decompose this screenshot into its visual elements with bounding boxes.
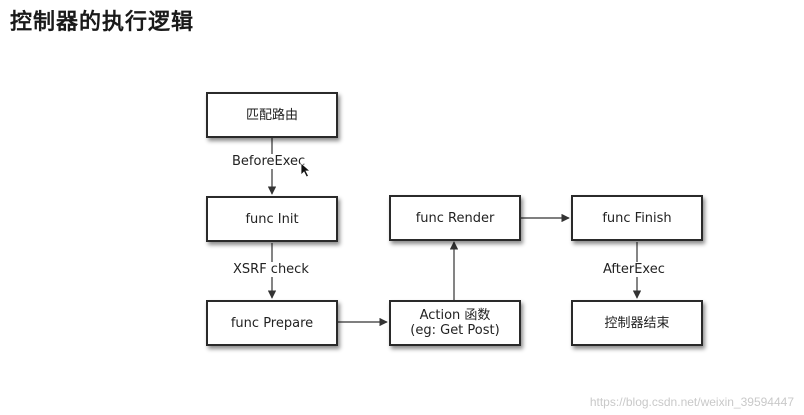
node-func-prepare: func Prepare	[206, 300, 338, 346]
edge-label-before-exec: BeforeExec	[230, 154, 308, 169]
node-match-route: 匹配路由	[206, 92, 338, 138]
node-func-render: func Render	[389, 195, 521, 241]
node-func-finish: func Finish	[571, 195, 703, 241]
node-controller-end-label: 控制器结束	[604, 315, 670, 331]
node-func-init: func Init	[206, 196, 338, 242]
edge-label-xsrf-check: XSRF check	[231, 262, 311, 277]
node-func-prepare-label: func Prepare	[230, 315, 314, 331]
node-action-label-line1: Action 函数	[419, 308, 491, 323]
page-title: 控制器的执行逻辑	[10, 10, 195, 35]
node-action: Action 函数 (eg: Get Post)	[389, 300, 521, 346]
mouse-pointer-icon	[300, 162, 312, 178]
node-action-label-line2: (eg: Get Post)	[410, 323, 500, 338]
node-func-render-label: func Render	[415, 210, 495, 226]
node-match-route-label: 匹配路由	[245, 107, 298, 123]
node-controller-end: 控制器结束	[571, 300, 703, 346]
node-func-finish-label: func Finish	[602, 210, 672, 226]
edge-label-after-exec: AfterExec	[601, 262, 667, 277]
watermark: https://blog.csdn.net/weixin_39594447	[589, 395, 794, 409]
node-func-init-label: func Init	[245, 211, 299, 227]
